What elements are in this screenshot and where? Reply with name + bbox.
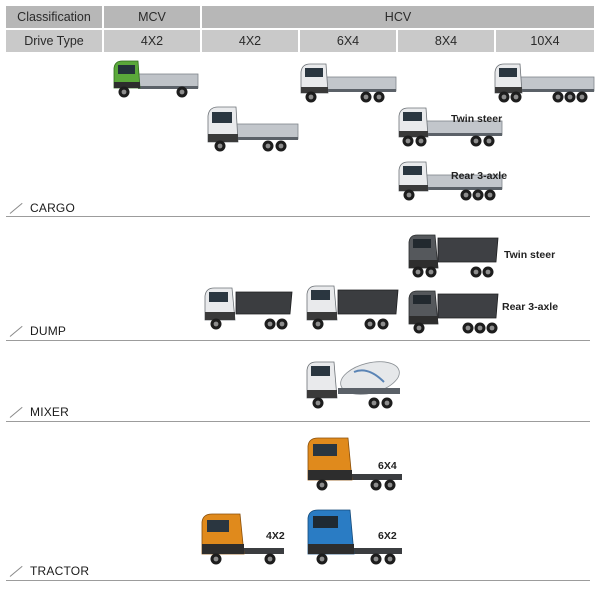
drive-hcv-4x2: 4X2 (202, 30, 298, 52)
drive-hcv-10x4: 10X4 (496, 30, 594, 52)
dump-divider (6, 340, 590, 341)
mixer-slash (9, 406, 23, 418)
dump-label: DUMP (30, 324, 67, 338)
classification-header: Classification (6, 6, 102, 28)
drive-type-header: Drive Type (6, 30, 102, 52)
dump-hcv-6x4-truck (306, 285, 399, 330)
cargo-hcv-6x4-truck (300, 63, 397, 103)
mixer-divider (6, 421, 590, 422)
drive-hcv-6x4: 6X4 (300, 30, 396, 52)
cargo-hcv-8x4-rear-3-axle-truck (398, 161, 503, 201)
cargo-hcv-4x2-truck (207, 106, 299, 152)
tractor-6x4-note: 6X4 (378, 460, 397, 472)
tractor-4x2-note: 4X2 (266, 530, 285, 542)
cargo-mcv-4x2-truck (113, 60, 199, 98)
cargo-hcv-10x4-truck (494, 63, 595, 103)
mixer-hcv-6x4-truck (306, 361, 400, 409)
dump-hcv-4x2-truck (204, 287, 293, 330)
drive-hcv-8x4: 8X4 (398, 30, 494, 52)
dump-hcv-8x4-rear-3-axle-truck (408, 290, 499, 334)
tractor-4x2-truck (201, 513, 284, 565)
tractor-label: TRACTOR (30, 564, 90, 578)
dump-hcv-8x4-twin-steer-truck (408, 234, 499, 278)
tractor-6x4-truck (307, 437, 402, 491)
cargo-slash (9, 202, 23, 214)
tractor-divider (6, 580, 590, 581)
mixer-label: MIXER (30, 405, 70, 419)
cargo-hcv-8x4-twin-steer-truck (398, 107, 503, 147)
dump-twin-steer-note: Twin steer (504, 249, 556, 261)
drive-mcv-4x2: 4X2 (104, 30, 200, 52)
tractor-slash (9, 565, 23, 577)
cargo-divider (6, 216, 590, 217)
cargo-rear-3-axle-note: Rear 3-axle (451, 170, 508, 182)
hcv-header: HCV (202, 6, 594, 28)
cargo-label: CARGO (30, 201, 76, 215)
mcv-header: MCV (104, 6, 200, 28)
tractor-6x2-truck (307, 509, 402, 565)
dump-rear-3-axle-note: Rear 3-axle (502, 301, 559, 313)
tractor-6x2-note: 6X2 (378, 530, 397, 542)
dump-slash (9, 325, 23, 337)
cargo-twin-steer-note: Twin steer (451, 113, 503, 125)
